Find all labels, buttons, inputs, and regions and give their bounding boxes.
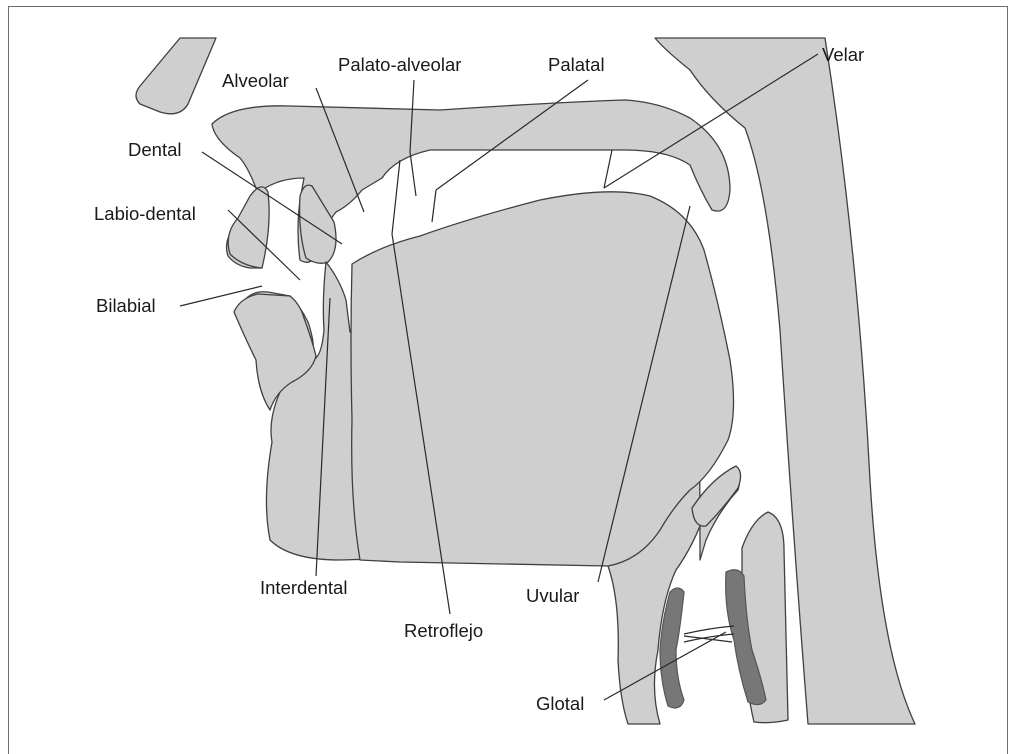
glottal-flow-lines: [684, 626, 734, 642]
label-velar: Velar: [822, 44, 864, 65]
label-dental: Dental: [128, 139, 181, 160]
palatal-pointer-b: [432, 190, 436, 222]
nasal-bone: [136, 38, 216, 114]
label-retroflejo: Retroflejo: [404, 620, 483, 641]
label-alveolar: Alveolar: [222, 70, 289, 91]
retroflejo-pointer-b: [392, 160, 400, 234]
label-uvular: Uvular: [526, 585, 579, 606]
velar-pointer-right: [604, 150, 612, 188]
label-palato-alveolar: Palato-alveolar: [338, 54, 461, 75]
label-glotal: Glotal: [536, 693, 584, 714]
label-palatal: Palatal: [548, 54, 605, 75]
label-labio-dental: Labio-dental: [94, 203, 196, 224]
upper-lip: [228, 187, 269, 268]
label-interdental: Interdental: [260, 577, 347, 598]
label-bilabial: Bilabial: [96, 295, 156, 316]
palato-alveolar-pointer-b: [410, 152, 416, 196]
